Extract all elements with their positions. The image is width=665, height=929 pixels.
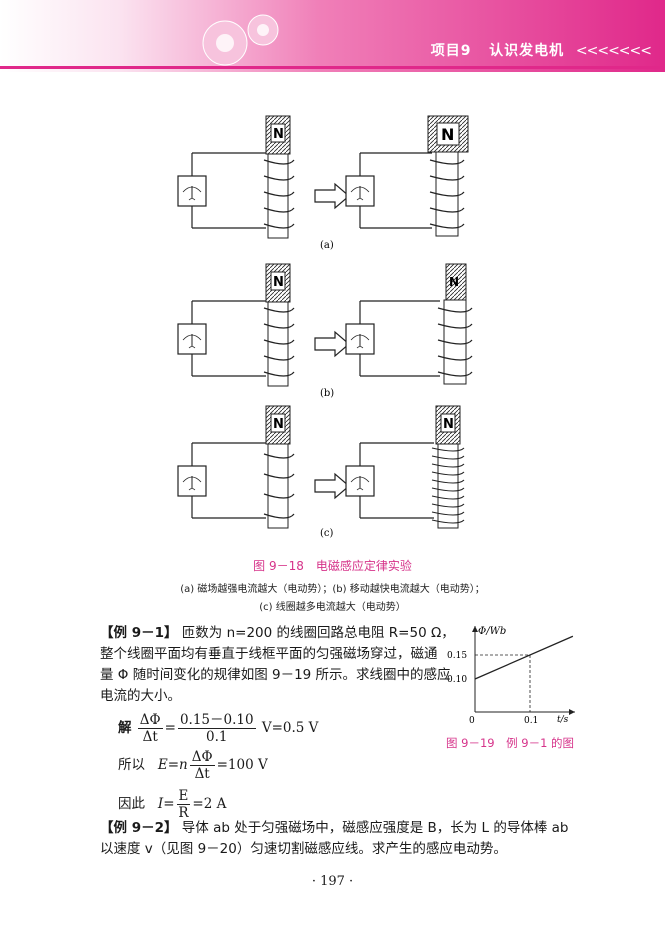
figure-9-18-subcaption-2: (c) 线圈越多电流越大（电动势） [259, 602, 406, 613]
magnet-n-label-b: N [273, 275, 284, 290]
current-result: =2 A [192, 796, 227, 812]
figure-9-18-caption: 图 9－18 电磁感应定律实验 [253, 559, 412, 573]
example-9-2-line1: 【例 9－2】 导体 ab 处于匀强磁场中，磁感应强度是 B，长为 L 的导体棒… [100, 818, 600, 839]
graph-ytick-015: 0.15 [447, 651, 467, 661]
flux-line [474, 635, 574, 680]
graph-origin-label: 0 [469, 716, 475, 726]
page-header: 项目9 认识发电机 <<<<<<< [0, 0, 665, 72]
so-label: 所以 [118, 757, 145, 773]
figure-9-19-graph: Φ/Wb t/s 0 0.15 0.10 0.1 [447, 626, 575, 726]
gear-decoration-icon [202, 14, 279, 66]
magnet-n-label-c: N [273, 417, 284, 432]
magnet-n-label-c2: N [443, 417, 454, 432]
example-9-1-line3: 量 Φ 随时间变化的规律如图 9－19 所示。求线圈中的感应 [100, 667, 451, 683]
solution-result: V=0.5 V [261, 720, 319, 736]
magnet-n-label-b2: N [449, 275, 459, 289]
figure-9-18: N N (a) N N (b) [177, 115, 473, 538]
example-9-2-text1: 导体 ab 处于匀强磁场中，磁感应强度是 B，长为 L 的导体棒 ab [177, 820, 569, 836]
emf-result: =100 V [216, 757, 268, 773]
sublabel-a: (a) [320, 240, 334, 251]
example-9-1-text: 【例 9－1】 匝数为 n=200 的线圈回路总电阻 R=50 Ω， [100, 623, 460, 644]
graph-x-label: t/s [557, 715, 569, 725]
experiment-b: N N [177, 263, 473, 387]
sublabel-c: (c) [320, 528, 334, 538]
chevrons-decoration: <<<<<<< [575, 43, 652, 59]
example-9-1-tag: 【例 9－1】 [100, 625, 178, 641]
graph-y-label: Φ/Wb [478, 626, 506, 637]
figure-9-18-subcaption-1: (a) 磁场越强电流越大（电动势）；(b) 移动越快电流越大（电动势）； [180, 584, 485, 595]
example-9-1-line2: 整个线圈平面均有垂直于线框平面的匀强磁场穿过，磁通 [100, 646, 438, 662]
experiment-c: N N [177, 405, 465, 529]
example-9-1-line4: 电流的大小。 [100, 688, 181, 704]
magnet-n-label-a: N [273, 127, 284, 142]
graph-xtick-01: 0.1 [524, 716, 538, 726]
solution-label: 解 [118, 720, 132, 736]
header-stripe [0, 66, 665, 69]
experiment-a: N N [177, 115, 469, 239]
figure-9-19-caption: 图 9－19 例 9－1 的图 [446, 736, 575, 750]
example-9-2-tag: 【例 9－2】 [100, 820, 178, 836]
sublabel-b: (b) [320, 388, 334, 399]
graph-ytick-010: 0.10 [447, 675, 467, 685]
project-number: 项目9 [430, 43, 472, 59]
therefore-label: 因此 [118, 796, 145, 812]
header-title: 项目9 认识发电机 <<<<<<< [430, 40, 652, 60]
page-number: · 197 · [311, 874, 354, 889]
example-9-2-line2: 以速度 v（见图 9－20）匀速切割磁感应线。求产生的感应电动势。 [100, 841, 507, 857]
example-9-1-line1: 匝数为 n=200 的线圈回路总电阻 R=50 Ω， [177, 625, 455, 641]
chapter-title: 认识发电机 [489, 43, 565, 59]
magnet-n-label-a2: N [441, 125, 454, 144]
